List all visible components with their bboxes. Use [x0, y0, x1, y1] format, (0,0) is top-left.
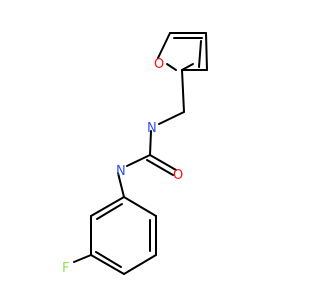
- bond-benzene-inner-3: [96, 203, 123, 220]
- atom-label-aryl-nitrogen: N: [116, 164, 126, 179]
- atom-label-top-nitrogen: N: [147, 121, 157, 136]
- bond-ring-fluorine: [73, 254, 92, 263]
- bond-ch2-n-top: [158, 111, 185, 125]
- bond-layer: [73, 32, 208, 275]
- atom-label-carbonyl-oxygen: O: [173, 168, 183, 183]
- bond-n-aryl-ring: [117, 172, 125, 198]
- bond-carbonyl-c-n-aryl: [126, 154, 151, 167]
- bond-carbonyl-double-2: [146, 159, 174, 176]
- bond-benzene-4: [90, 254, 125, 275]
- atom-label-fluorine: F: [62, 261, 69, 276]
- bond-carbonyl-double-1: [149, 154, 177, 171]
- molecule-structure: O N O N F: [62, 32, 208, 276]
- bond-furan-c4-c3: [205, 32, 208, 71]
- bond-furan-ch2: [181, 69, 185, 113]
- bond-furan-o-c1: [166, 63, 177, 71]
- bond-benzene-1: [123, 196, 157, 217]
- bond-benzene-3: [123, 254, 157, 275]
- atom-label-layer: O N O N F: [62, 57, 183, 276]
- bond-benzene-6: [90, 196, 125, 217]
- bond-benzene-inner-2: [95, 251, 122, 268]
- bond-furan-c1-c5: [157, 32, 171, 59]
- bond-n-top-carbonyl-c: [149, 130, 152, 156]
- bond-furan-double-2: [198, 40, 202, 68]
- atom-label-furan-oxygen: O: [154, 57, 164, 72]
